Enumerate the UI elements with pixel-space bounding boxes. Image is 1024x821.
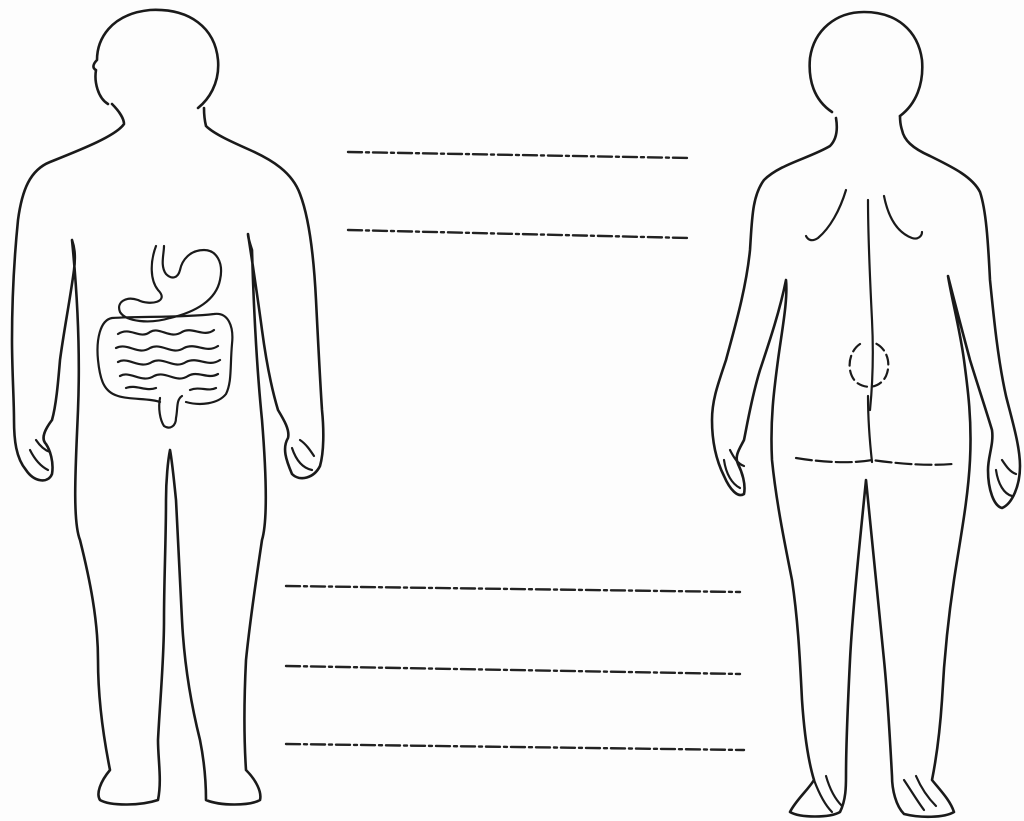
back-body-outline [712, 116, 1020, 817]
label-line-5[interactable] [286, 744, 744, 750]
label-lines [286, 152, 744, 750]
label-line-2[interactable] [348, 230, 688, 238]
front-head-outline [93, 10, 218, 108]
front-view-figure [12, 10, 323, 805]
label-line-3[interactable] [286, 586, 740, 592]
waist-line [796, 458, 952, 465]
front-body-outline [12, 104, 323, 805]
left-shoulder-blade [806, 190, 846, 240]
spine-line [868, 200, 873, 410]
back-left-foot-detail [814, 776, 842, 812]
rectum [159, 396, 182, 428]
small-intestine [116, 330, 220, 390]
label-line-1[interactable] [348, 152, 688, 158]
front-right-hand-detail [292, 440, 314, 470]
lower-back-mark [850, 342, 889, 387]
back-right-foot-detail [904, 776, 936, 810]
back-view-figure [712, 12, 1020, 817]
back-head-outline [810, 12, 923, 116]
right-shoulder-blade [884, 196, 922, 239]
back-right-hand-detail [996, 460, 1016, 496]
stomach [119, 246, 221, 321]
label-line-4[interactable] [286, 666, 740, 674]
large-intestine [98, 314, 233, 404]
